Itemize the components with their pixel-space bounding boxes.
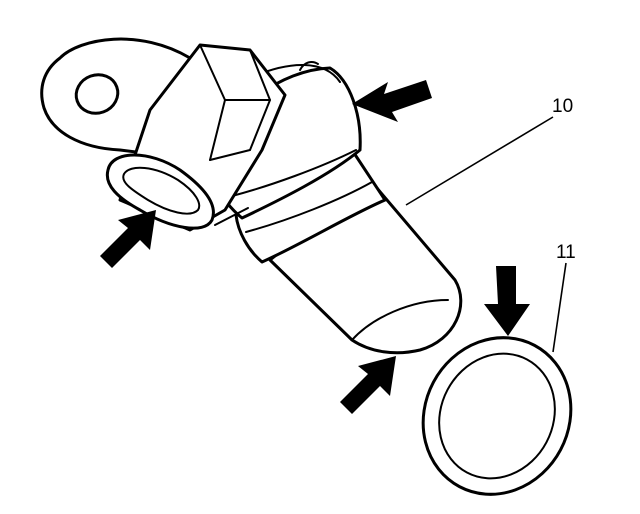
arrow-shaft-tip	[340, 356, 396, 414]
sensor-body	[40, 37, 463, 355]
mounting-hole	[74, 73, 120, 115]
o-ring	[421, 336, 573, 496]
callout-11-label: 11	[556, 242, 576, 263]
connector-opening	[105, 153, 215, 230]
callout-10-label: 10	[552, 96, 573, 117]
arrow-upper-right	[352, 80, 432, 122]
callout-10-leader	[405, 116, 554, 206]
callout-11-leader	[552, 262, 567, 353]
arrow-connector	[100, 210, 156, 268]
arrow-o-ring	[484, 266, 530, 336]
